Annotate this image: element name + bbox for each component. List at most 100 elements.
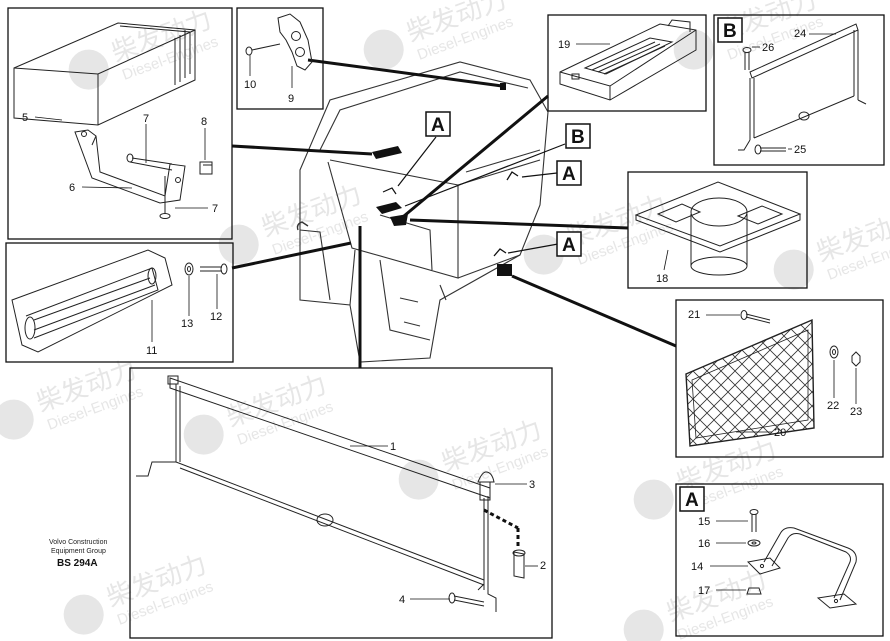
view-letter-a-panel: A <box>685 490 699 511</box>
callout-21: 21 <box>688 309 700 321</box>
bracket-part <box>74 129 186 204</box>
view-letter-b-panel: B <box>723 21 737 42</box>
callout-15: 15 <box>698 516 710 528</box>
callout-4: 4 <box>399 594 405 606</box>
cab-overhead-marker <box>500 83 506 90</box>
view-letter-box-b-panel: B <box>717 17 743 43</box>
callout-25: 25 <box>794 144 806 156</box>
pin-2-part <box>512 549 526 579</box>
callout-8: 8 <box>201 116 207 128</box>
screw-4-part <box>448 592 485 607</box>
callout-26: 26 <box>762 42 774 54</box>
callout-24: 24 <box>794 28 806 40</box>
net-part <box>685 318 815 447</box>
callout-20: 20 <box>774 427 786 439</box>
callout-23: 23 <box>850 406 862 418</box>
hook-part <box>277 13 313 71</box>
watermark-logo <box>63 594 104 635</box>
panel-view-b: B 24 26 25 <box>713 14 885 166</box>
callout-9: 9 <box>288 93 294 105</box>
view-letter-box-a-top: A <box>425 111 451 137</box>
screw-26-part <box>742 47 752 70</box>
cab-net-marker <box>497 264 512 276</box>
watermark-logo <box>363 29 404 70</box>
panel-tray-19: 19 <box>547 14 707 112</box>
watermark-logo <box>623 609 664 641</box>
watermark-logo <box>0 399 34 440</box>
cap-3-part <box>477 471 495 501</box>
callout-12: 12 <box>210 311 222 323</box>
storage-box-part <box>13 22 196 126</box>
leader-lines <box>231 58 677 368</box>
view-letter-box-a-panel: A <box>679 486 705 512</box>
washer-16-part <box>747 539 761 547</box>
panel-sun-blind: 1 3 2 4 <box>129 367 553 639</box>
callout-5: 5 <box>22 112 28 124</box>
callout-19: 19 <box>558 39 570 51</box>
diagram-caption: Volvo Construction Equipment Group BS 29… <box>49 539 107 569</box>
callout-22: 22 <box>827 400 839 412</box>
watermark-logo <box>673 29 714 70</box>
callout-2: 2 <box>540 560 546 572</box>
washer-22-part <box>829 345 839 359</box>
watermark-logo <box>633 479 674 520</box>
screw-25-part <box>754 144 786 155</box>
cab-handle-marker-mid <box>493 248 507 257</box>
caption-company-line1: Volvo Construction <box>49 539 107 546</box>
washer-13-part <box>184 262 194 276</box>
callout-11: 11 <box>146 345 157 357</box>
callout-3: 3 <box>529 479 535 491</box>
cab-drawing <box>296 61 549 363</box>
cab-roof-blind-marker <box>372 146 402 159</box>
caption-drawing-code: BS 294A <box>57 558 98 569</box>
view-letter-box-a-right: A <box>556 160 582 186</box>
caption-company-line2: Equipment Group <box>51 548 106 555</box>
cab-bracket-detail <box>382 187 397 195</box>
nut-17-part <box>746 587 762 595</box>
side-blind-part <box>738 23 867 151</box>
screw-part <box>245 43 281 56</box>
callout-6: 6 <box>69 182 75 194</box>
callout-16: 16 <box>698 538 710 550</box>
watermark-logo <box>218 224 259 265</box>
callout-17: 17 <box>698 585 710 597</box>
callout-10: 10 <box>244 79 256 91</box>
view-letter-b-cab: B <box>571 127 585 148</box>
screw-21-part <box>740 310 771 324</box>
console-tray-part <box>559 19 697 101</box>
nut-23-part <box>851 351 861 367</box>
cab-cupholder-marker <box>390 214 408 226</box>
cab-handle-marker-top <box>506 171 519 181</box>
view-pointer-lines <box>397 136 566 254</box>
watermark-logo <box>773 249 814 290</box>
callout-18: 18 <box>656 273 668 285</box>
panel-cup-holder: 18 <box>627 171 808 289</box>
view-letter-box-b-cab: B <box>565 123 591 149</box>
callout-13: 13 <box>181 318 193 330</box>
view-letter-a-top: A <box>431 115 445 136</box>
dashed-assembly-line <box>483 508 520 548</box>
callout-leaders <box>34 116 208 209</box>
bolt-part <box>126 153 173 219</box>
view-letter-box-a-mid: A <box>556 231 582 257</box>
clip-part <box>199 161 213 175</box>
panel-view-a: A 15 16 14 17 <box>675 483 884 637</box>
panel-hook: 10 9 <box>236 7 324 110</box>
grab-handle-part <box>11 249 173 353</box>
cup-holder-part <box>634 181 802 276</box>
watermark-logo <box>183 414 224 455</box>
panel-storage-net: 21 22 23 20 <box>675 299 884 458</box>
grab-rail-part <box>746 527 858 609</box>
screw-15-part <box>749 509 759 532</box>
screw-12-part <box>200 263 228 275</box>
callout-7-upper: 7 <box>143 113 149 125</box>
panel-grab-handle: 13 12 11 <box>5 242 234 363</box>
view-letter-a-mid: A <box>562 235 576 256</box>
sun-blind-part <box>136 375 497 612</box>
callout-7-lower: 7 <box>212 203 218 215</box>
view-letter-a-right: A <box>562 164 576 185</box>
panel-storage-tray: 5 6 7 8 7 <box>7 7 233 240</box>
